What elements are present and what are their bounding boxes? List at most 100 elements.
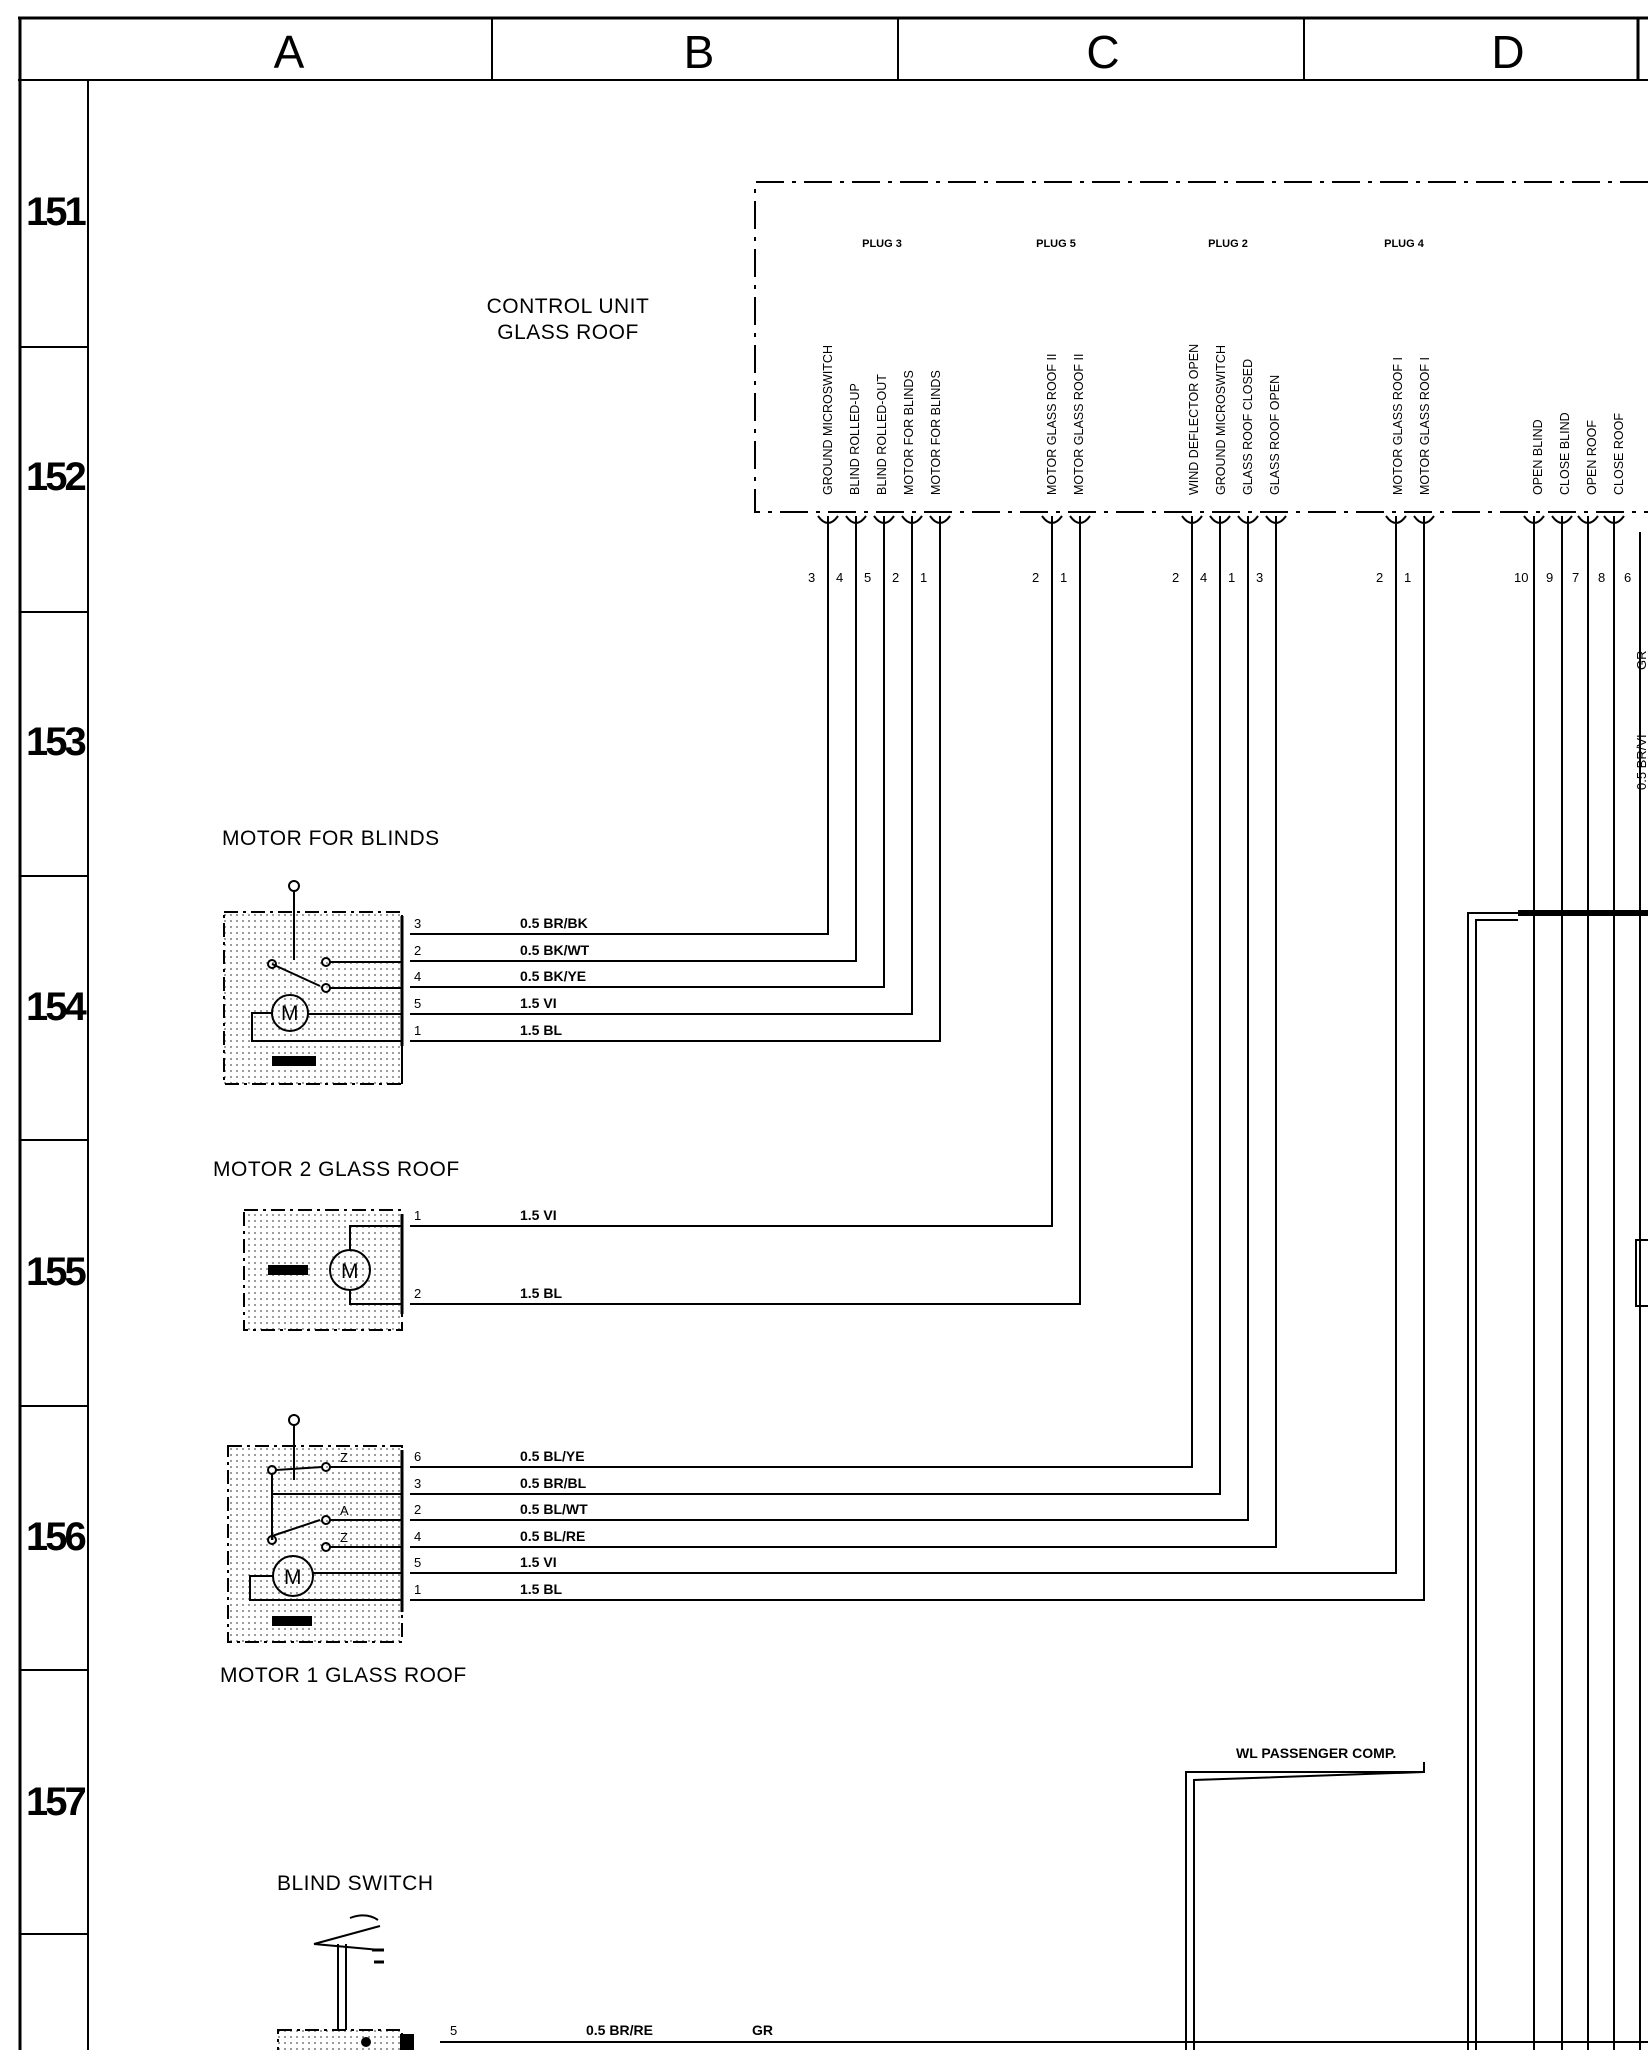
row-label: 156 bbox=[26, 1515, 85, 1559]
pin-function-label: CLOSE BLIND bbox=[1558, 412, 1572, 495]
row-label: 154 bbox=[26, 985, 87, 1029]
motor-symbol-label: M bbox=[284, 1566, 302, 1589]
pin-number: 7 bbox=[1572, 570, 1579, 585]
pin-number: 1 bbox=[414, 1208, 421, 1223]
motor-for-blinds: MOTOR FOR BLINDS M 3 2 4 5 1 0.5 BR/BK 0… bbox=[222, 827, 590, 1085]
pin-function-label: OPEN BLIND bbox=[1531, 419, 1545, 495]
plug-label: PLUG 3 bbox=[862, 238, 902, 250]
contact-label: A bbox=[340, 1503, 349, 1518]
ground-label: WL PASSENGER COMP. bbox=[1236, 1745, 1396, 1761]
pin-function-label: BLIND ROLLED-OUT bbox=[875, 374, 889, 495]
pin-function-label: GROUND MICROSWITCH bbox=[821, 345, 835, 495]
row-label: 157 bbox=[26, 1780, 85, 1824]
pin-number: 3 bbox=[414, 916, 421, 931]
row-label: 151 bbox=[26, 190, 86, 234]
pin-function-label: MOTOR GLASS ROOF II bbox=[1045, 354, 1059, 495]
wire-label: 0.5 BL/YE bbox=[520, 1448, 585, 1464]
column-label: A bbox=[274, 26, 305, 78]
pin-number: 9 bbox=[1546, 570, 1553, 585]
pin-number: 2 bbox=[414, 943, 421, 958]
pin-number: 1 bbox=[1228, 570, 1235, 585]
control-unit: CONTROL UNIT GLASS ROOF PLUG 3 PLUG 5 PL… bbox=[487, 181, 1648, 585]
motor1-title: MOTOR 1 GLASS ROOF bbox=[220, 1664, 467, 1687]
row-label: 155 bbox=[26, 1250, 86, 1294]
pin-number: 4 bbox=[414, 1529, 421, 1544]
motor-1-glass-roof: Z A Z M 6 3 2 4 5 1 0.5 BL/YE 0.5 BR/BL … bbox=[220, 1414, 588, 1687]
column-headers: A B C D bbox=[274, 26, 1525, 78]
pin-number: 5 bbox=[450, 2023, 457, 2038]
pin-number: 2 bbox=[1032, 570, 1039, 585]
wire-label: 1.5 BL bbox=[520, 1022, 562, 1038]
column-label: C bbox=[1086, 26, 1119, 78]
pin-number: 2 bbox=[892, 570, 899, 585]
pin-number: 2 bbox=[1172, 570, 1179, 585]
row-label: 152 bbox=[26, 455, 85, 499]
pin-number: 3 bbox=[808, 570, 815, 585]
wire-label: 0.5 BR/RE bbox=[586, 2022, 653, 2038]
pin-function-label: BLIND ROLLED-UP bbox=[848, 383, 862, 495]
wire-label: 1.5 BL bbox=[520, 1581, 562, 1597]
wire-label: 1.5 VI bbox=[520, 1554, 557, 1570]
pin-numbers: 3 4 5 2 1 2 1 2 4 1 3 2 1 10 9 7 8 6 bbox=[808, 570, 1631, 585]
wire-label: 0.5 BK/YE bbox=[520, 968, 586, 984]
pin-number: 4 bbox=[836, 570, 843, 585]
pin-number: 1 bbox=[1404, 570, 1411, 585]
pin-function-label: GROUND MICROSWITCH bbox=[1214, 345, 1228, 495]
control-unit-subtitle: GLASS ROOF bbox=[497, 321, 639, 344]
plug-label: PLUG 4 bbox=[1384, 238, 1425, 250]
pin-number: 4 bbox=[1200, 570, 1207, 585]
pin-number: 3 bbox=[414, 1476, 421, 1491]
pin-number: 5 bbox=[864, 570, 871, 585]
pin-number: 10 bbox=[1514, 570, 1528, 585]
pin-function-label: OPEN ROOF bbox=[1585, 420, 1599, 495]
wire-label: 0.5 BR/BK bbox=[520, 915, 588, 931]
blind-switch: BLIND SWITCH 5 0.5 BR/RE GR bbox=[277, 1872, 773, 2050]
row-label: 153 bbox=[26, 720, 85, 764]
wire-label: 0.5 BL/RE bbox=[520, 1528, 585, 1544]
contact-label: Z bbox=[340, 1530, 348, 1545]
row-headers: 151 152 153 154 155 156 157 bbox=[26, 190, 90, 1824]
motor-blinds-title: MOTOR FOR BLINDS bbox=[222, 827, 440, 850]
pin-function-label: GLASS ROOF CLOSED bbox=[1241, 359, 1255, 495]
pin-number: 4 bbox=[414, 969, 421, 984]
wire-tag: GR bbox=[752, 2022, 773, 2038]
pin-number: 6 bbox=[414, 1449, 421, 1464]
wire-label: 1.5 BL bbox=[520, 1285, 562, 1301]
motor-symbol-label: M bbox=[341, 1260, 359, 1283]
wire-label: 1.5 VI bbox=[520, 1207, 557, 1223]
pin-number: 5 bbox=[414, 1555, 421, 1570]
column-label: D bbox=[1491, 26, 1524, 78]
pin-number: 2 bbox=[414, 1286, 421, 1301]
pin-number: 1 bbox=[414, 1023, 421, 1038]
pin-number: 6 bbox=[1624, 570, 1631, 585]
column-label: B bbox=[684, 26, 715, 78]
blind-switch-title: BLIND SWITCH bbox=[277, 1872, 434, 1895]
edge-label: 0.5 BR/VI bbox=[1634, 734, 1648, 790]
wiring bbox=[410, 532, 1648, 2050]
wire-label: 1.5 VI bbox=[520, 995, 557, 1011]
pin-number: 2 bbox=[414, 1502, 421, 1517]
pin-number: 8 bbox=[1598, 570, 1605, 585]
sheet-frame bbox=[18, 16, 1648, 2050]
pin-function-label: WIND DEFLECTOR OPEN bbox=[1187, 344, 1201, 495]
motor-2-glass-roof: MOTOR 2 GLASS ROOF M 1 2 1.5 VI 1.5 BL bbox=[213, 1158, 562, 1331]
pin-function-label: MOTOR FOR BLINDS bbox=[929, 370, 943, 495]
pin-number: 1 bbox=[414, 1582, 421, 1597]
motor2-title: MOTOR 2 GLASS ROOF bbox=[213, 1158, 460, 1181]
pin-function-label: GLASS ROOF OPEN bbox=[1268, 375, 1282, 495]
pin-function-label: MOTOR GLASS ROOF I bbox=[1391, 357, 1405, 495]
edge-labels: GR 0.5 BR/VI bbox=[1634, 651, 1648, 791]
plug-label: PLUG 2 bbox=[1208, 238, 1248, 250]
contact-label: Z bbox=[340, 1450, 348, 1465]
pin-function-label: MOTOR FOR BLINDS bbox=[902, 370, 916, 495]
pin-function-label: MOTOR GLASS ROOF I bbox=[1418, 357, 1432, 495]
pin-number: 3 bbox=[1256, 570, 1263, 585]
ground-label-text: WL PASSENGER COMP. bbox=[1236, 1745, 1396, 1761]
wire-label: 0.5 BL/WT bbox=[520, 1501, 588, 1517]
edge-label: GR bbox=[1634, 651, 1648, 671]
control-unit-title: CONTROL UNIT bbox=[487, 295, 650, 318]
wire-label: 0.5 BK/WT bbox=[520, 942, 590, 958]
pin-number: 1 bbox=[1060, 570, 1067, 585]
wire-label: 0.5 BR/BL bbox=[520, 1475, 587, 1491]
